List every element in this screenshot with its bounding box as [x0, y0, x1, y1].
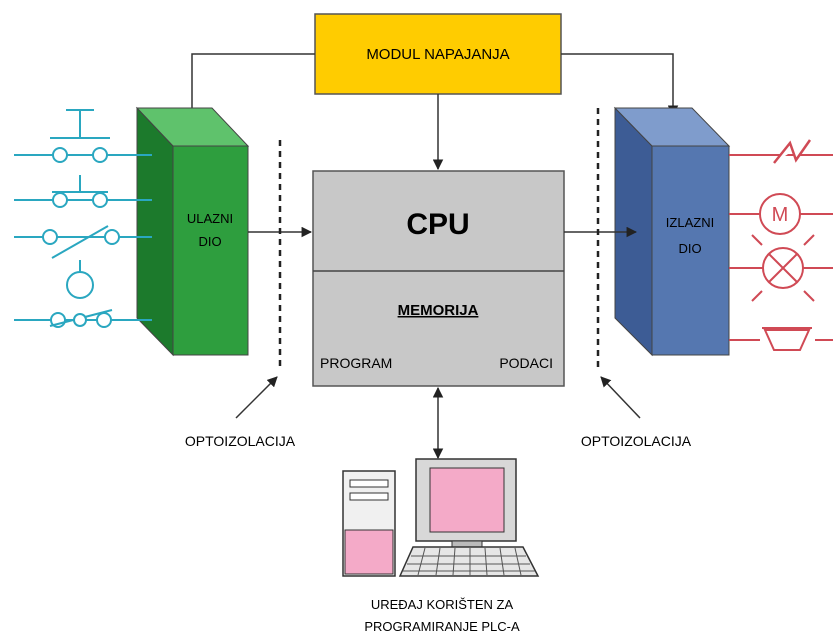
optoisolation-left-label: OPTOIZOLACIJA: [185, 433, 296, 449]
input-module-label-line1: ULAZNI: [187, 211, 233, 226]
optoisolation-right-label: OPTOIZOLACIJA: [581, 433, 692, 449]
svg-text:M: M: [772, 204, 789, 226]
memory-title: MEMORIJA: [398, 302, 479, 319]
motor-icon: M: [759, 193, 801, 235]
power-to-input-arrow: [186, 53, 315, 127]
programming-device-label-line1: UREĐAJ KORIŠTEN ZA: [371, 597, 514, 612]
cpu-title: CPU: [406, 208, 469, 241]
power-module: MODUL NAPAJANJA: [314, 13, 562, 95]
power-to-output-arrow: [561, 53, 679, 117]
push-button-icon: [50, 109, 110, 163]
limit-switch-icon: [49, 309, 113, 328]
input-devices: [14, 109, 152, 328]
optoisolation-right: OPTOIZOLACIJA: [581, 108, 692, 449]
horn-icon: [762, 327, 812, 351]
optoisolation-left-pointer: [235, 376, 278, 419]
lamp-icon: [751, 234, 815, 302]
power-lines: [186, 53, 679, 171]
optoisolation-right-pointer: [600, 376, 641, 419]
power-module-label: MODUL NAPAJANJA: [366, 46, 509, 63]
input-module: ULAZNI DIO: [135, 106, 250, 357]
float-switch-icon: [42, 225, 120, 299]
push-button-icon: [52, 175, 108, 208]
output-module-label-line2: DIO: [678, 241, 701, 256]
input-module-label-line2: DIO: [198, 234, 221, 249]
programming-computer: UREĐAJ KORIŠTEN ZA PROGRAMIRANJE PLC-A: [342, 458, 540, 634]
programming-device-label-line2: PROGRAMIRANJE PLC-A: [364, 619, 520, 634]
output-devices: M: [729, 139, 833, 351]
keyboard-icon: [398, 546, 540, 577]
heater-coil-icon: [773, 139, 812, 164]
output-module-label-line1: IZLAZNI: [666, 215, 714, 230]
computer-monitor-icon: [415, 458, 517, 548]
memory-data-label: PODACI: [499, 355, 553, 371]
optoisolation-left: OPTOIZOLACIJA: [185, 140, 296, 449]
cpu-block: CPU MEMORIJA PROGRAM PODACI: [312, 170, 565, 387]
memory-program-label: PROGRAM: [320, 355, 392, 371]
computer-tower-icon: [342, 470, 396, 577]
